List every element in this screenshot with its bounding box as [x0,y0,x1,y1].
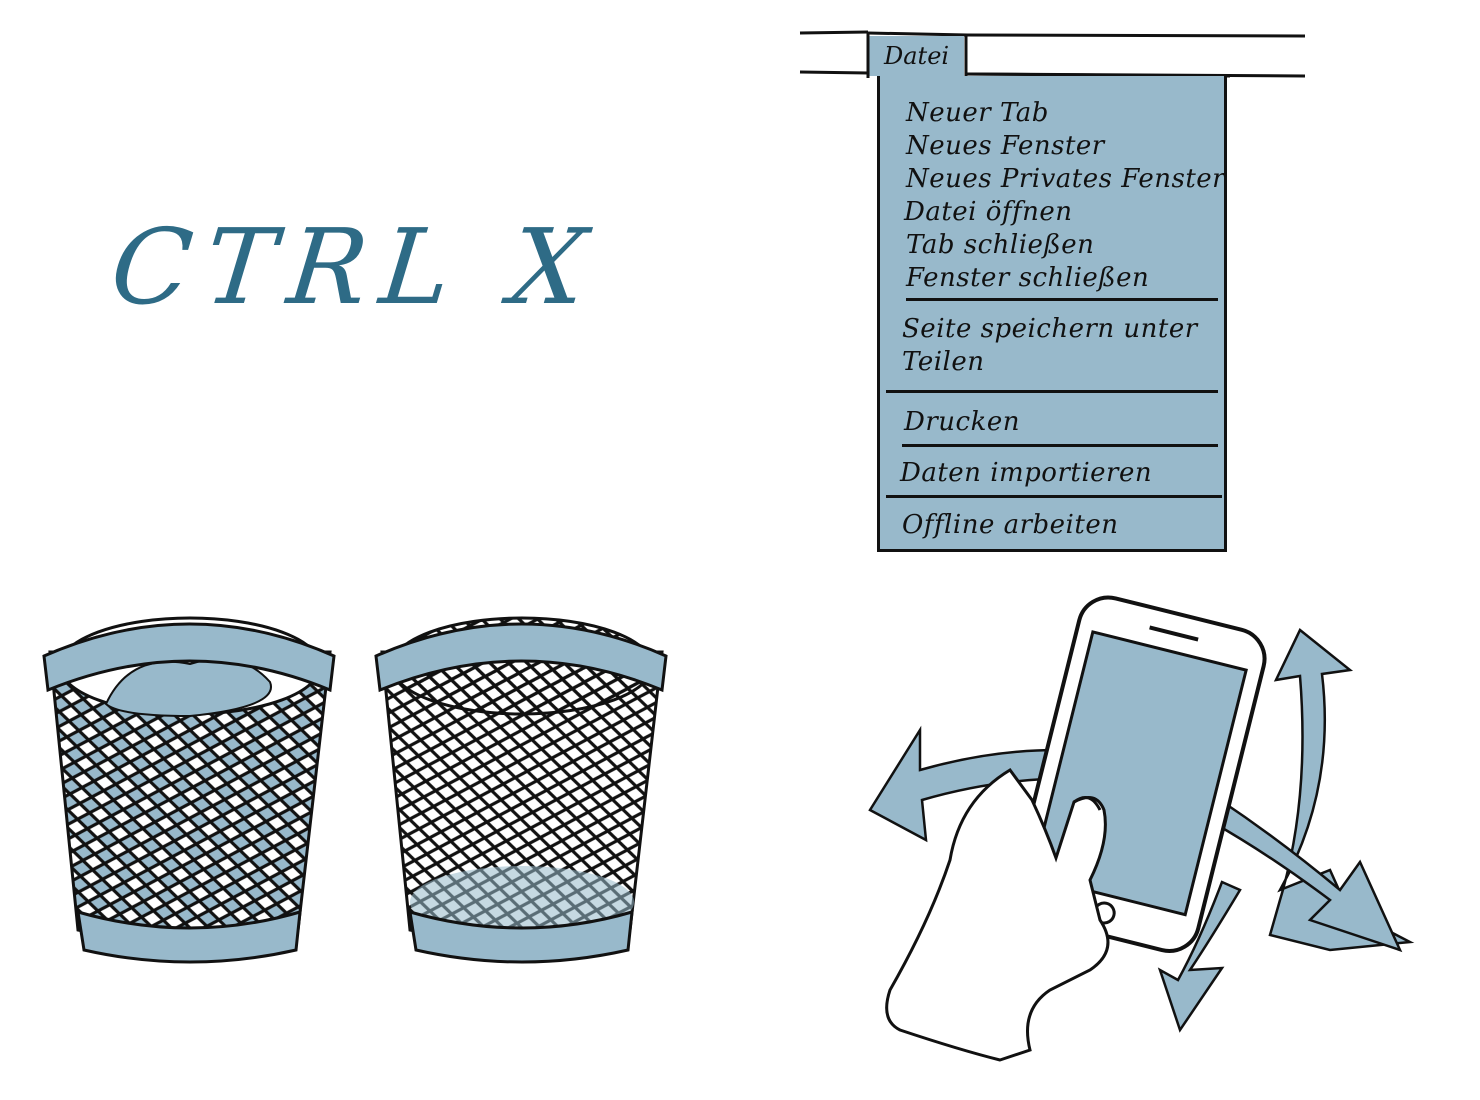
full-trash-bin-icon [42,616,336,964]
menu-item-close-tab[interactable]: Tab schließen [906,230,1095,260]
menu-item-close-window[interactable]: Fenster schließen [906,263,1150,293]
tab-datei[interactable]: Datei [884,42,950,70]
menu-item-new-private-window[interactable]: Neues Privates Fenster [906,164,1226,194]
empty-trash-bin-icon [374,616,668,964]
menu-separator [886,495,1222,498]
menu-item-import-data[interactable]: Daten importieren [900,458,1153,488]
menu-separator [902,444,1218,447]
menu-separator [886,390,1218,393]
menu-item-open-file[interactable]: Datei öffnen [904,197,1073,227]
shortcut-label: CTRL X [105,206,606,328]
menu-item-new-window[interactable]: Neues Fenster [906,131,1105,161]
file-menu [877,76,1227,552]
menu-separator [906,298,1218,301]
menu-item-new-tab[interactable]: Neuer Tab [906,98,1049,128]
menu-item-print[interactable]: Drucken [904,407,1020,437]
menu-item-save-page-as[interactable]: Seite speichern unter [902,314,1198,344]
menu-bar [799,30,1306,78]
menu-item-work-offline[interactable]: Offline arbeiten [902,510,1119,540]
phone-rotate-icon [868,595,1415,1062]
menu-item-share[interactable]: Teilen [902,347,985,377]
